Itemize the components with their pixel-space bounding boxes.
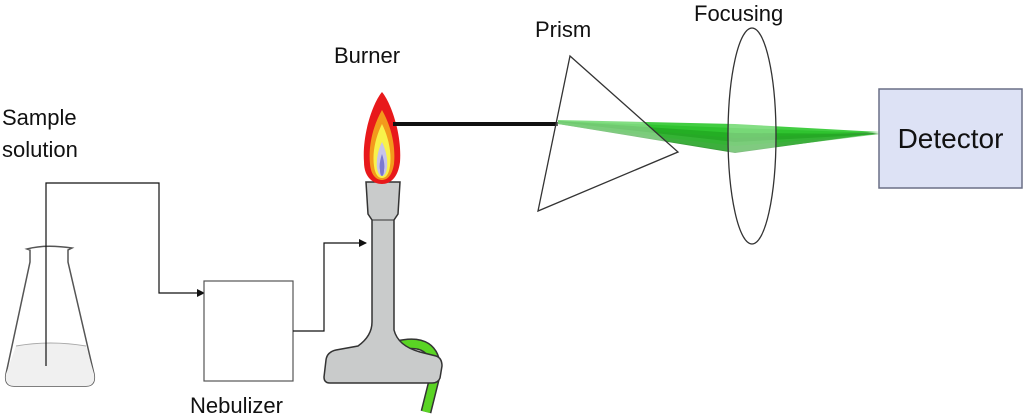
nebulizer-to-burner-tube [293, 239, 367, 332]
burner-icon [323, 181, 443, 384]
nebulizer-box [203, 280, 294, 382]
focusing-label: Focusing [694, 1, 784, 26]
flask-icon [4, 245, 96, 387]
prism-label: Prism [535, 17, 592, 42]
focusing-lens-icon [727, 27, 777, 245]
detector-label: Detector [897, 122, 1004, 154]
burner-label: Burner [334, 43, 401, 68]
sample-solution-label-line1: Sample [2, 105, 77, 130]
sample-tube [45, 182, 205, 366]
dispersed-light-beam [558, 120, 880, 153]
sample-solution-label-line2: solution [2, 137, 78, 162]
nebulizer-label: Nebulizer [190, 393, 283, 418]
flame-icon [363, 92, 401, 184]
prism-icon [537, 54, 680, 213]
detector-box [878, 88, 1023, 189]
